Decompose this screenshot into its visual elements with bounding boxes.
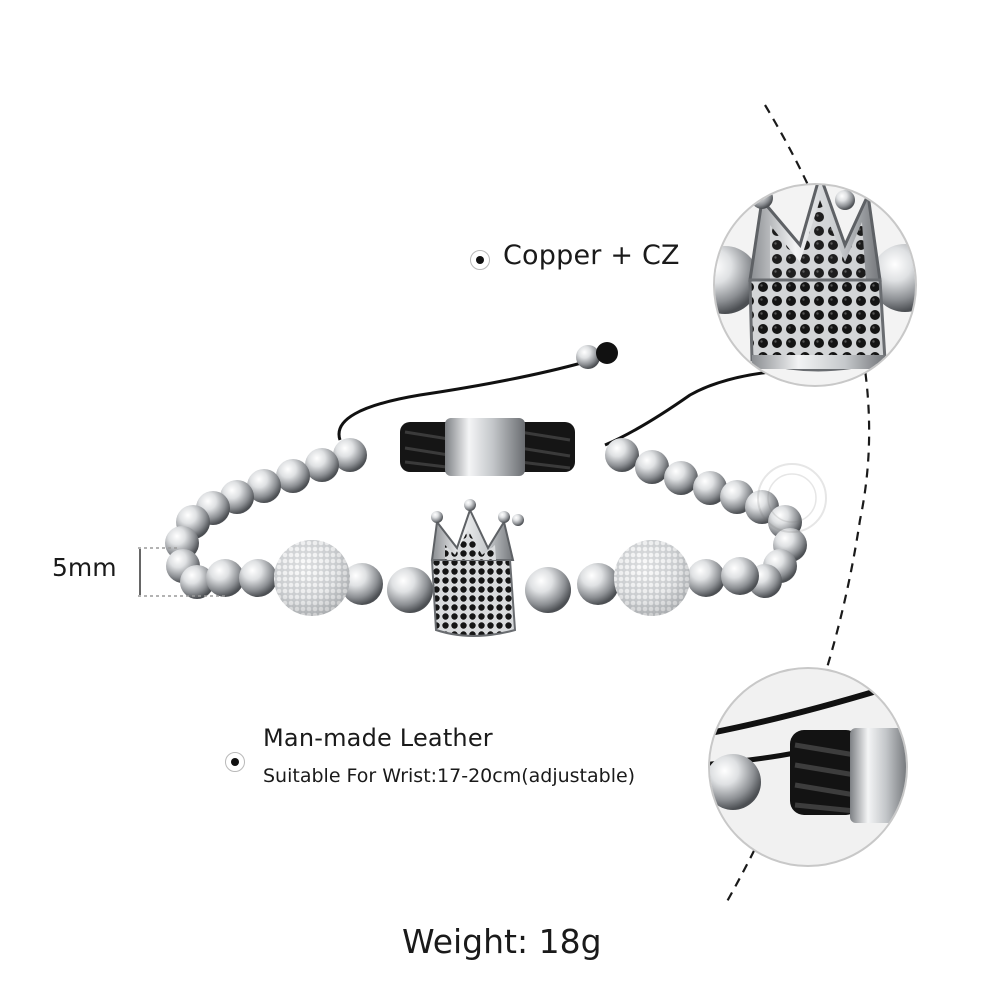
- cord-knot-icon: [400, 418, 575, 476]
- bullet-icon: [225, 752, 245, 772]
- magnifier-cord-detail: [708, 667, 908, 867]
- cord-end-bead: [576, 345, 600, 369]
- dimension-marker: [138, 547, 228, 597]
- bead-size-label: 5mm: [52, 553, 117, 582]
- weight-label: Weight: 18g: [402, 922, 602, 961]
- crown-charm-icon: [430, 499, 524, 637]
- pave-bead-icon: [274, 540, 690, 616]
- material-label: Copper + CZ: [503, 240, 680, 271]
- side-beads: [165, 505, 807, 599]
- magnifier-detail-icon: [713, 183, 917, 387]
- cord-material-label: Man-made Leather: [263, 724, 493, 752]
- bullet-icon: [470, 250, 490, 270]
- front-bead-row: [206, 557, 759, 613]
- watermark-seal: [757, 463, 827, 533]
- slider-tube: [445, 418, 525, 476]
- adjustable-cord: [337, 360, 586, 441]
- wrist-size-label: Suitable For Wrist:17-20cm(adjustable): [263, 765, 636, 787]
